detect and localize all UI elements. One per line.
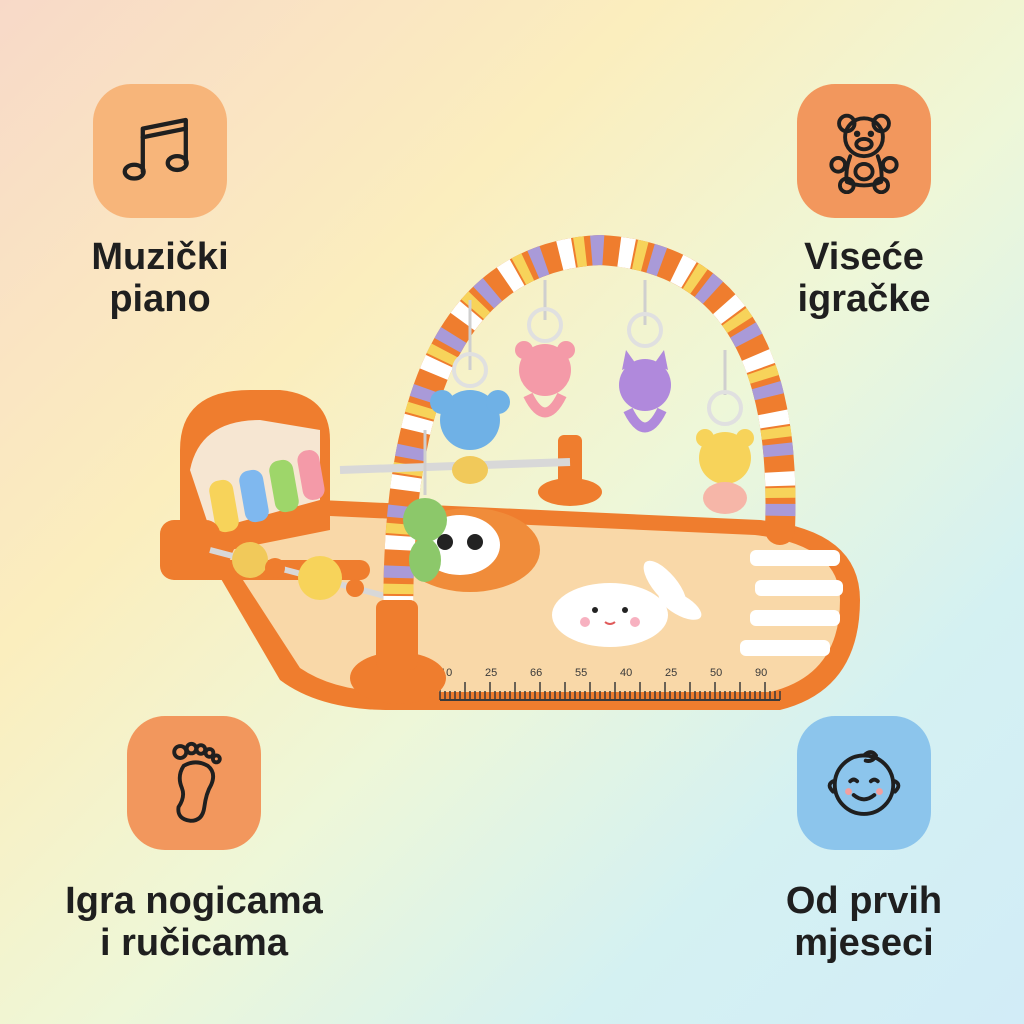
hanging-toy-green-frog: [403, 430, 447, 582]
ruler-number: 40: [620, 667, 632, 679]
feature-musical-piano: Muzički piano: [20, 84, 300, 320]
abacus-beads: [209, 542, 401, 603]
hanging-toy-purple-cat: [619, 280, 671, 433]
feature-label: Muzički piano: [91, 236, 229, 320]
baby-face-icon: [827, 750, 901, 816]
bunny-illustration: [552, 560, 702, 647]
feature-from-first-months: Od prvih mjeseci: [724, 716, 1004, 964]
mat-stripes: [740, 550, 843, 656]
feature-feet-hands-play: Igra nogicama i ručicama: [54, 716, 334, 964]
feature-label: Igra nogicama i ručicama: [65, 880, 323, 964]
ruler-number: 55: [575, 667, 587, 679]
feature-badge: [93, 84, 227, 218]
hanging-toys: [403, 280, 754, 582]
music-note-icon: [122, 117, 189, 181]
ruler-number: 25: [485, 667, 497, 679]
ruler-number: 66: [530, 667, 542, 679]
ruler-number: 90: [755, 667, 767, 679]
feature-badge: [127, 716, 261, 850]
feature-hanging-toys: Viseće igračke: [724, 84, 1004, 320]
feature-label: Od prvih mjeseci: [785, 880, 943, 964]
feature-badge: [797, 716, 931, 850]
ruler-number: 50: [710, 667, 722, 679]
feature-badge: [797, 84, 931, 218]
footprint-icon: [172, 741, 222, 823]
hanging-toy-yellow-bear: [696, 350, 754, 514]
feature-label: Viseće igračke: [797, 236, 931, 320]
hanging-toy-pink-bear: [515, 280, 575, 418]
teddy-bear-icon: [829, 113, 899, 194]
hanging-toy-koala: [430, 300, 510, 484]
ruler-number: 25: [665, 667, 677, 679]
